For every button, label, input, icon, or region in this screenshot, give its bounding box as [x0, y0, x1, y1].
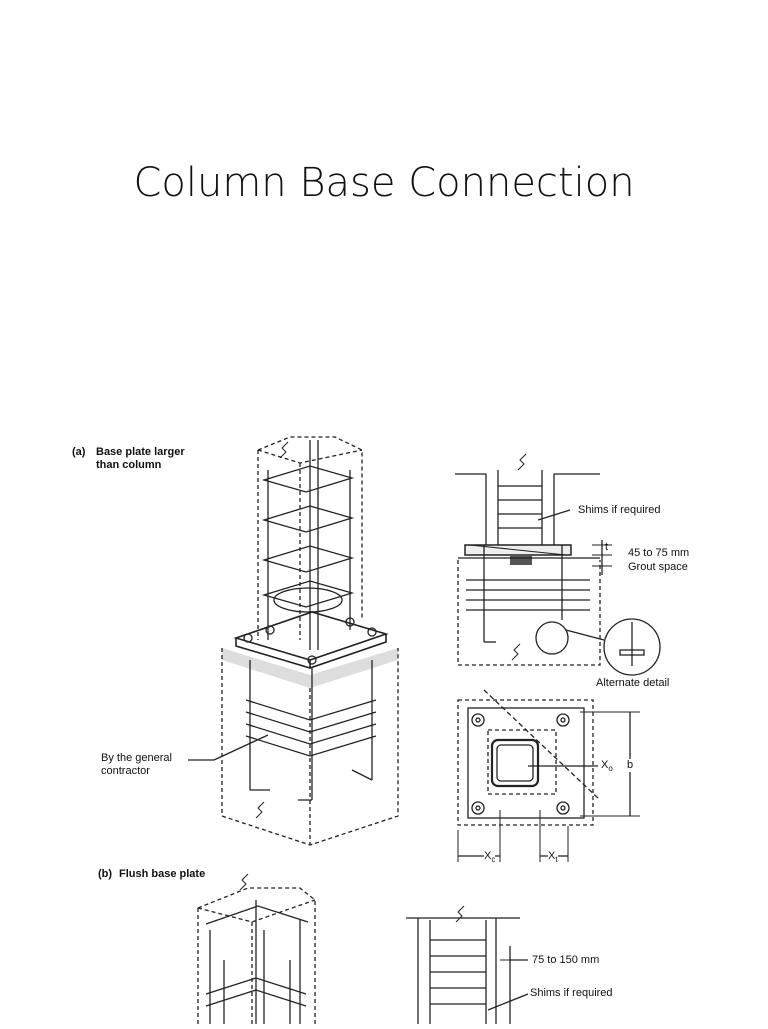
isometric-column-a: [221, 436, 399, 846]
panel-b-caption: Flush base plate: [119, 868, 206, 880]
xc-label: Xc: [484, 850, 496, 867]
callout-label-line2: contractor: [101, 765, 150, 777]
section-view-b: [406, 905, 529, 1024]
grout-dimension-label: 45 to 75 mm: [628, 547, 690, 559]
shims-label-b: Shims if required: [530, 987, 613, 999]
plan-view-a: [457, 689, 640, 862]
alternate-detail-label: Alternate detail: [596, 677, 670, 689]
slide-title: Column Base Connection: [133, 160, 635, 206]
flush-dimension-label: 75 to 150 mm: [532, 954, 600, 966]
panel-a-caption-line1: Base plate larger: [96, 446, 185, 458]
section-view-a: [455, 453, 661, 676]
panel-a-caption-line2: than column: [96, 459, 162, 471]
grout-space-label: Grout space: [628, 561, 688, 573]
panel-b-caption-tag: (b): [98, 868, 113, 880]
xt-label: Xt: [548, 850, 558, 867]
xo-label: Xo: [601, 759, 613, 774]
isometric-column-b: [197, 873, 316, 1024]
callout-label-line1: By the general: [101, 752, 172, 764]
b-dimension-label: b: [626, 759, 635, 772]
panel-a-caption-tag: (a): [72, 446, 86, 458]
thickness-label: t: [605, 541, 609, 553]
shims-label-a: Shims if required: [578, 504, 661, 516]
